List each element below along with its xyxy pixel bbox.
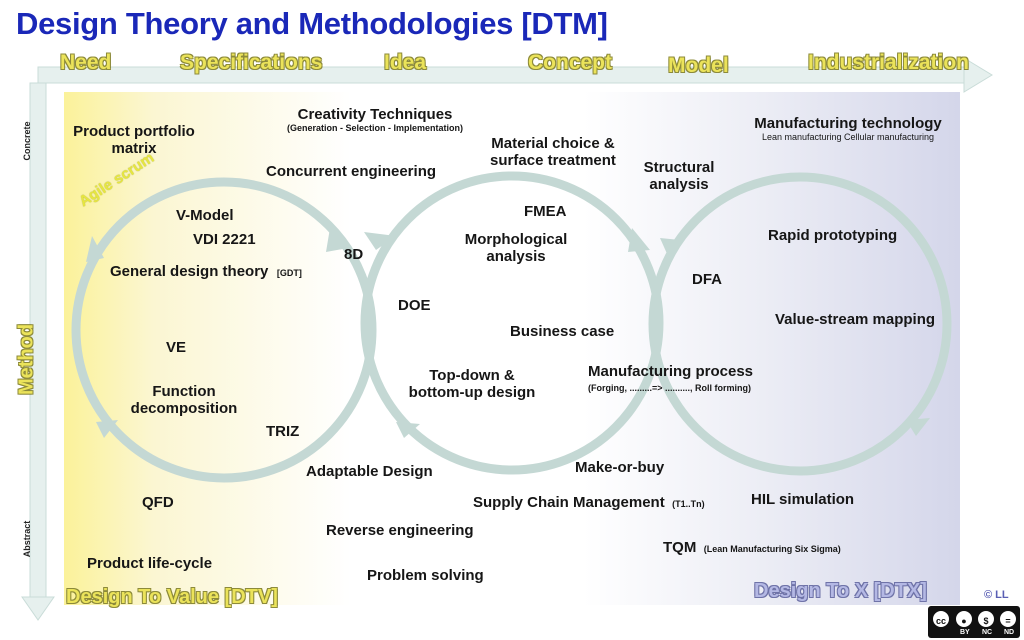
nc-icon: $ — [976, 609, 996, 629]
phase-idea: Idea — [384, 51, 427, 74]
manufacturing-technology: Manufacturing technology Lean manufactur… — [754, 115, 942, 142]
business-case: Business case — [510, 323, 615, 340]
eight-d: 8D — [344, 246, 364, 263]
axis-abstract: Abstract — [22, 520, 32, 558]
vertical-axis-arrowhead — [21, 596, 55, 621]
cc-icon: cc — [931, 609, 951, 629]
design-to-value: Design To Value [DTV] — [66, 586, 278, 608]
cycle-middle — [360, 171, 664, 475]
general-design-theory: General design theory [GDT] — [110, 263, 302, 280]
design-to-x: Design To X [DTX] — [754, 580, 927, 602]
ve: VE — [166, 339, 187, 356]
product-life-cycle: Product life-cycle — [87, 555, 213, 572]
cycle-left — [71, 177, 377, 483]
concurrent-engineering: Concurrent engineering — [266, 163, 437, 180]
supply-chain-management: Supply Chain Management (T1..Tn) — [473, 494, 705, 511]
top-down-bottom-up: Top-down &bottom-up design — [408, 367, 536, 401]
qfd: QFD — [142, 494, 174, 511]
cycles — [71, 171, 952, 483]
license-nc: NC — [982, 629, 993, 636]
phase-model: Model — [668, 54, 729, 77]
creativity-techniques: Creativity Techniques (Generation - Sele… — [286, 106, 464, 133]
reverse-engineering: Reverse engineering — [326, 522, 474, 539]
phase-specifications: Specifications — [180, 51, 323, 74]
license-nd: ND — [1004, 629, 1015, 636]
by-icon: ● — [954, 609, 974, 629]
rapid-prototyping: Rapid prototyping — [768, 227, 898, 244]
triz: TRIZ — [266, 423, 300, 440]
vdi-2221: VDI 2221 — [193, 231, 256, 248]
v-model: V-Model — [176, 207, 234, 224]
problem-solving: Problem solving — [367, 567, 484, 584]
tqm: TQM (Lean Manufacturing Six Sigma) — [663, 539, 841, 556]
cycle-right — [648, 172, 952, 476]
material-choice: Material choice &surface treatment — [490, 135, 616, 169]
make-or-buy: Make-or-buy — [575, 459, 665, 476]
fmea: FMEA — [524, 203, 567, 220]
phase-industrialization: Industrialization — [808, 51, 970, 74]
license-badge: cc ● $ = BY NC ND — [928, 606, 1020, 638]
nd-icon: = — [998, 609, 1018, 629]
page-title: Design Theory and Methodologies [DTM] — [16, 6, 608, 41]
axis-concrete: Concrete — [22, 121, 32, 161]
manufacturing-process: Manufacturing process (Forging, ........… — [588, 363, 754, 393]
horizontal-axis-arrowhead — [963, 57, 993, 93]
doe: DOE — [398, 297, 431, 314]
phase-concept: Concept — [528, 51, 612, 74]
phase-need: Need — [60, 51, 112, 74]
value-stream-mapping: Value-stream mapping — [775, 311, 936, 328]
hil-simulation: HIL simulation — [751, 491, 855, 508]
dfa: DFA — [692, 271, 722, 288]
cycle-arrowheads — [86, 228, 930, 438]
copyright: © LL — [984, 589, 1009, 601]
license-by: BY — [960, 629, 970, 636]
adaptable-design: Adaptable Design — [306, 463, 433, 480]
axis-method: Method — [15, 323, 38, 396]
